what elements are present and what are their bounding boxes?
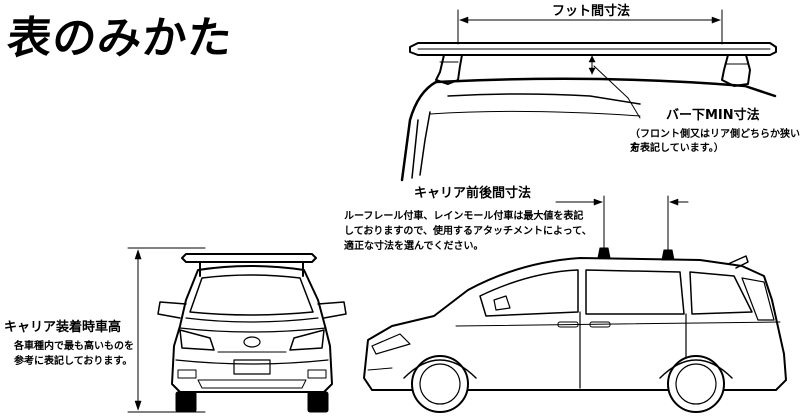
page-title: 表のみかた xyxy=(4,13,236,64)
front-view-car xyxy=(157,253,347,413)
roof-detail-drawing xyxy=(400,9,777,182)
bar-min-note-line-2: を表記しています。） xyxy=(630,143,724,154)
height-dimension xyxy=(127,247,206,413)
height-note-line-2: 参考に表記しております。 xyxy=(14,356,133,367)
bar-min-note-line-1: （フロント側又はリア側どちらか狭い方 xyxy=(630,129,800,154)
bar-min-label: バー下MIN寸法 xyxy=(666,108,760,123)
height-label: キャリア装着時車高 xyxy=(4,320,122,335)
carrier-note-line-1: ルーフレール付車、レインモール付車は最大値を表記 xyxy=(344,211,584,222)
foot-spacing-label: フット間寸法 xyxy=(552,4,631,19)
carrier-note-line-2: しておりますので、使用するアタッチメントによって、 xyxy=(344,226,592,237)
side-view-car xyxy=(363,195,787,413)
carrier-note-line-3: 適正な寸法を選んでください。 xyxy=(344,241,484,252)
carrier-spacing-label: キャリア前後間寸法 xyxy=(414,186,532,201)
height-note-line-1: 各車種内で最も高いものを xyxy=(14,341,134,352)
